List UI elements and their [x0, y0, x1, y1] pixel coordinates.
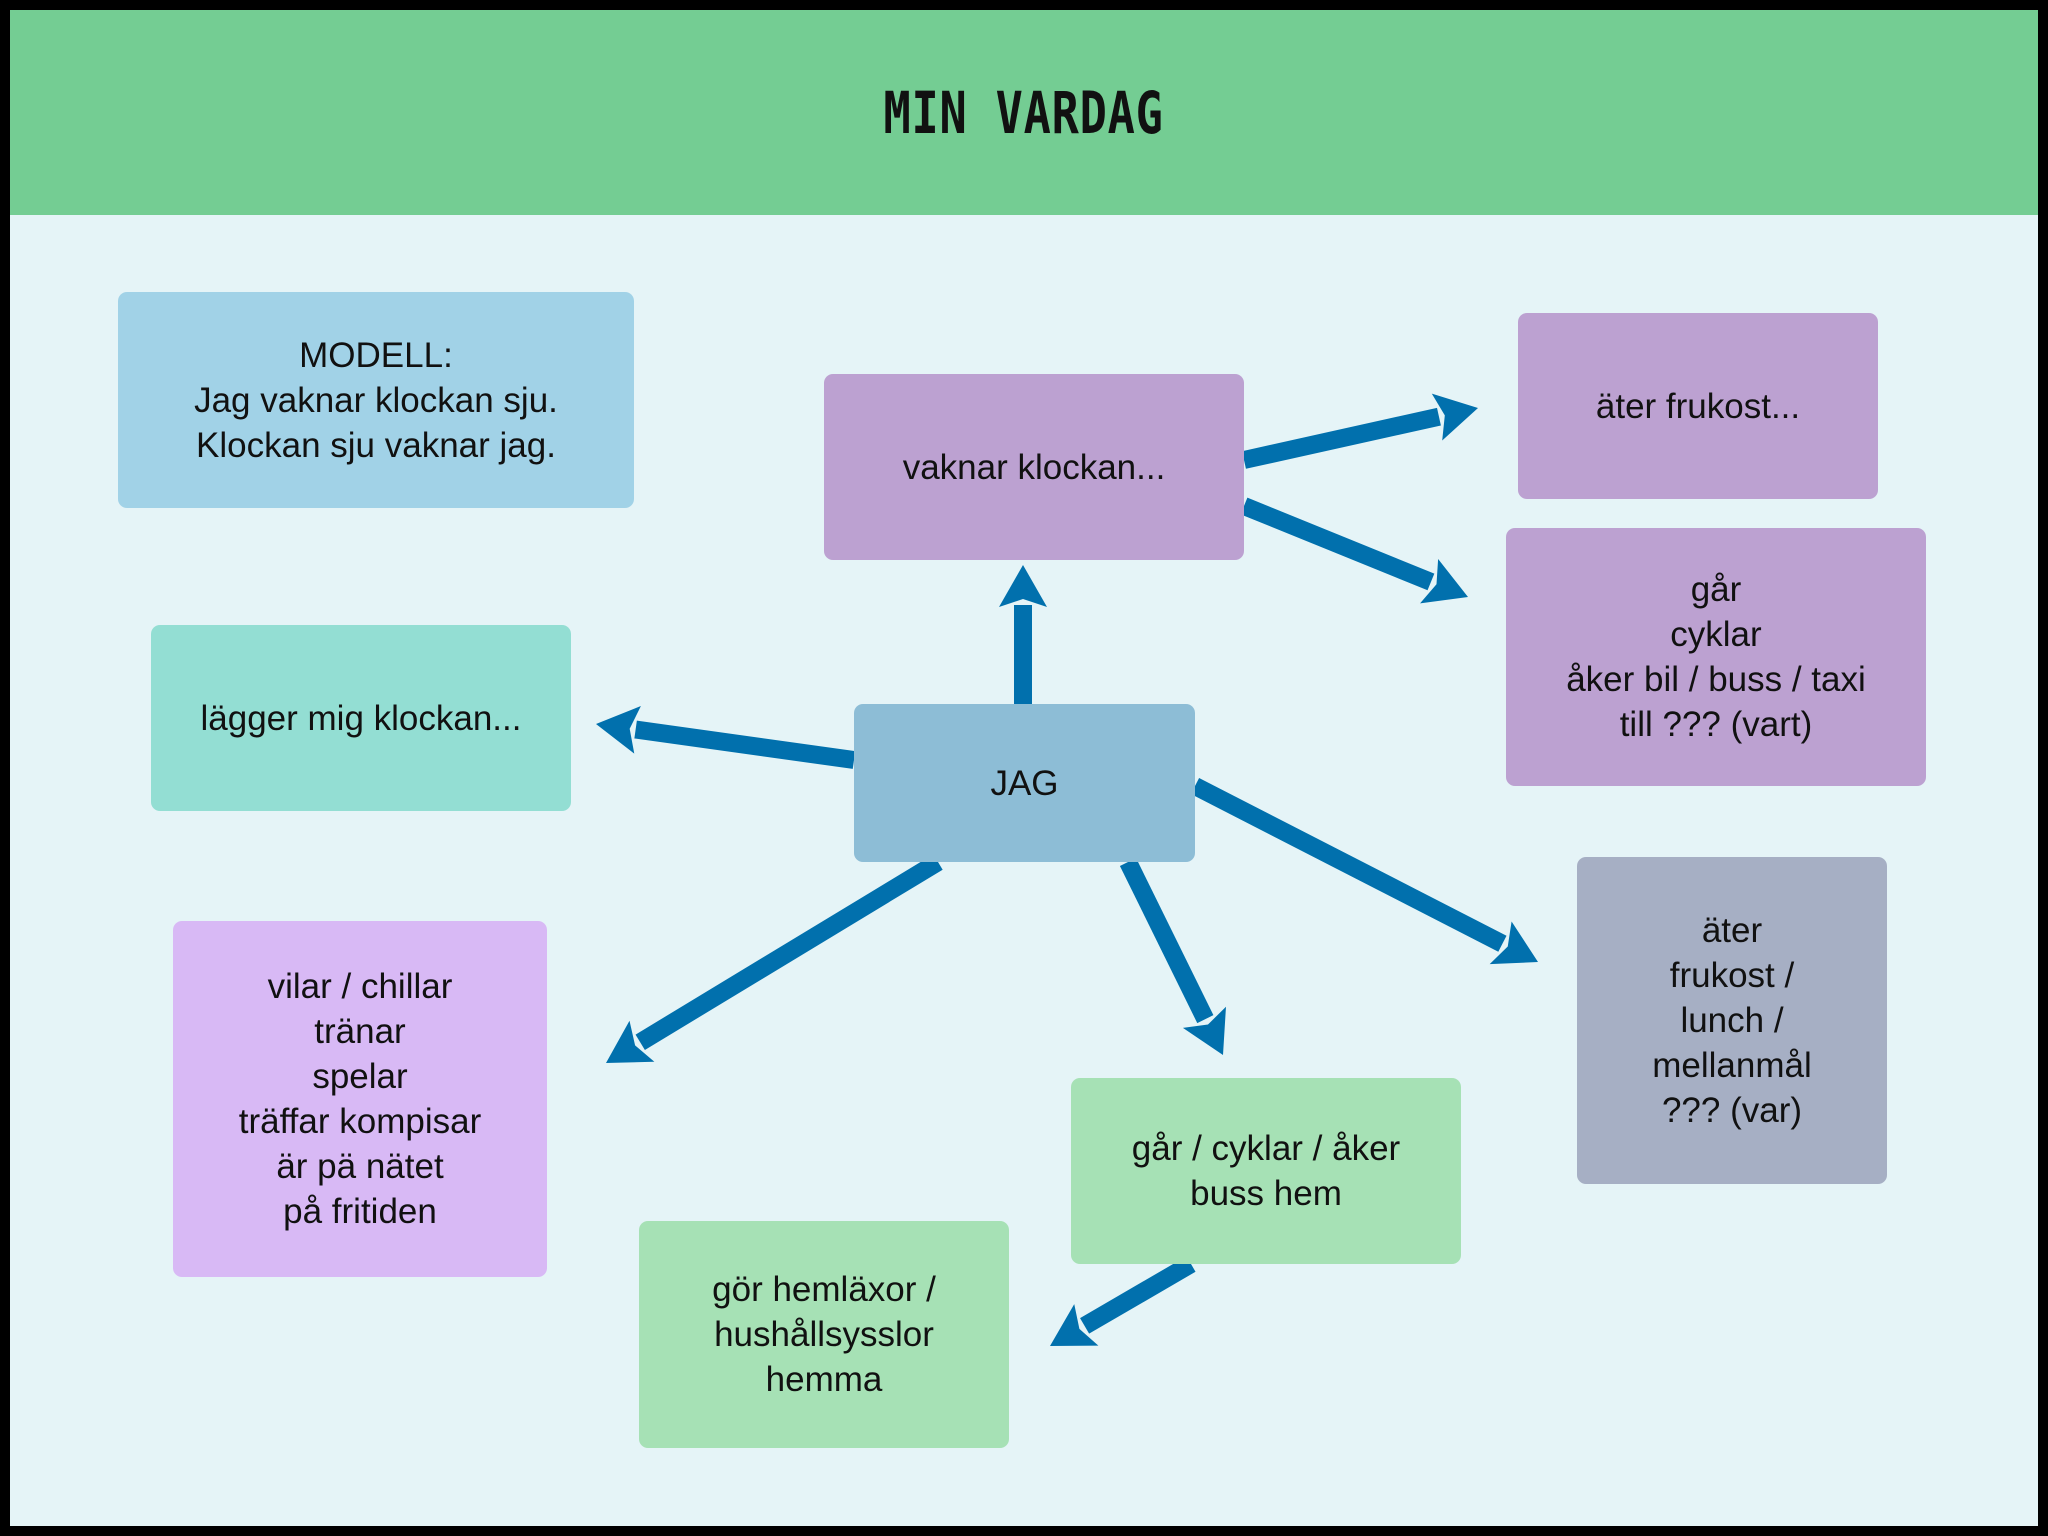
arrow-jag-to-lagger: [596, 706, 856, 769]
page-title: MIN VARDAG: [883, 78, 1165, 147]
arrow-jag-to-hem-shaft: [1119, 858, 1214, 1024]
arrow-jag-to-ater-head: [1489, 921, 1538, 965]
diagram-canvas: MIN VARDAG MODELL: Jag vaknar klockan sj…: [10, 10, 2038, 1526]
arrow-vaknar-to-frukost-shaft: [1242, 407, 1441, 469]
arrow-vaknar-to-gar-head: [1420, 558, 1468, 604]
node-modell-text: MODELL: Jag vaknar klockan sju. Klockan …: [194, 335, 558, 465]
arrow-jag-to-vaknar: [999, 565, 1047, 704]
node-vilar: vilar / chillar tränar spelar träffar ko…: [173, 921, 547, 1277]
node-frukost: äter frukost...: [1518, 313, 1878, 499]
arrow-jag-to-ater-shaft: [1190, 777, 1507, 952]
node-ater-text: äter frukost / lunch / mellanmål ??? (va…: [1652, 911, 1812, 1130]
arrow-jag-to-vilar: [606, 854, 943, 1063]
arrow-jag-to-hem: [1119, 858, 1226, 1055]
node-lagger-text: lägger mig klockan...: [200, 698, 522, 738]
node-hem: går / cyklar / åker buss hem: [1071, 1078, 1461, 1264]
arrow-vaknar-to-gar-shaft: [1240, 497, 1435, 591]
node-jag-text: JAG: [990, 763, 1059, 803]
arrow-jag-to-vilar-head: [606, 1020, 655, 1063]
arrow-hem-to-laxor-shaft: [1080, 1256, 1196, 1334]
arrow-jag-to-hem-head: [1182, 1006, 1226, 1055]
node-laxor-text: gör hemläxor / hushållsysslor hemma: [712, 1270, 936, 1399]
node-vilar-text: vilar / chillar tränar spelar träffar ko…: [238, 967, 482, 1231]
arrow-jag-to-vilar-shaft: [635, 854, 943, 1050]
node-frukost-text: äter frukost...: [1595, 386, 1801, 426]
arrow-jag-to-ater: [1190, 777, 1538, 965]
arrow-hem-to-laxor: [1050, 1256, 1196, 1346]
arrow-vaknar-to-frukost: [1242, 393, 1478, 469]
arrow-hem-to-laxor-head: [1050, 1304, 1099, 1346]
node-ater: äter frukost / lunch / mellanmål ??? (va…: [1577, 857, 1887, 1184]
node-gar: går cyklar åker bil / buss / taxi till ?…: [1506, 528, 1926, 786]
arrow-jag-to-vaknar-head: [999, 565, 1047, 607]
node-lagger: lägger mig klockan...: [151, 625, 571, 811]
node-hem-text: går / cyklar / åker buss hem: [1131, 1129, 1401, 1213]
arrow-vaknar-to-frukost-head: [1431, 393, 1478, 441]
arrows-layer: [596, 393, 1538, 1346]
header-banner: MIN VARDAG: [10, 10, 2038, 215]
node-laxor: gör hemläxor / hushållsysslor hemma: [639, 1221, 1009, 1448]
node-gar-text: går cyklar åker bil / buss / taxi till ?…: [1566, 570, 1866, 744]
arrow-jag-to-lagger-head: [596, 706, 641, 754]
arrow-jag-to-lagger-shaft: [634, 720, 856, 769]
node-vaknar: vaknar klockan...: [824, 374, 1244, 560]
node-jag: JAG: [854, 704, 1195, 862]
arrow-vaknar-to-gar: [1240, 497, 1468, 604]
node-vaknar-text: vaknar klockan...: [902, 447, 1166, 487]
node-modell: MODELL: Jag vaknar klockan sju. Klockan …: [118, 292, 634, 508]
